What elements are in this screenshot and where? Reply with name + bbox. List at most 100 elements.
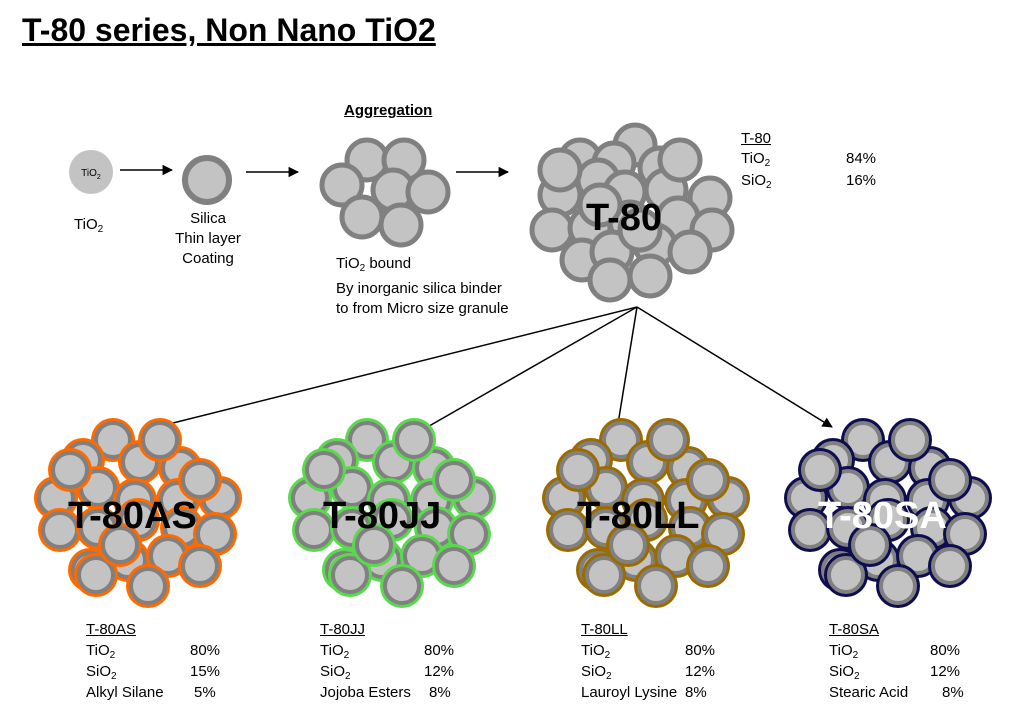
- page-title: T-80 series, Non Nano TiO2: [22, 12, 436, 48]
- t80as-particle: [181, 461, 219, 499]
- t80sa-label: T-80SA: [818, 495, 947, 537]
- t80ll-particle: [637, 567, 675, 605]
- t80jj-row-sio2-name: SiO2: [320, 663, 351, 682]
- t80-row-tio2-value: 84%: [846, 150, 877, 167]
- t80-particle: [667, 229, 713, 275]
- t80as-particle: [141, 421, 179, 459]
- t80ll-particle: [559, 451, 597, 489]
- t80ll-label: T-80LL: [577, 495, 700, 537]
- t80ll-particle: [649, 421, 687, 459]
- t80as-row-sio2-value: 15%: [190, 663, 221, 680]
- silica-caption-line3: Coating: [182, 250, 234, 267]
- t80-composition-heading: T-80: [741, 130, 772, 147]
- t80ll-particle: [689, 547, 727, 585]
- t80jj-composition-heading: T-80JJ: [320, 621, 366, 638]
- arrow-to-t80sa: [636, 306, 833, 428]
- t80-particle: [617, 207, 663, 253]
- t80jj-row-sio2-value: 12%: [424, 663, 455, 680]
- t80sa-particle: [851, 526, 889, 564]
- aggregation-caption-line1: TiO2 bound: [336, 255, 412, 274]
- coated-particle: [405, 169, 451, 215]
- t80ll-particle: [689, 461, 727, 499]
- t80ll-cluster: [542, 418, 750, 608]
- t80jj-particle: [305, 451, 343, 489]
- t80sa-row-coating-name: Stearic Acid: [829, 684, 909, 701]
- t80as-label: T-80AS: [68, 495, 197, 537]
- arrow-to-t80ll: [613, 306, 638, 432]
- silica-caption: Silica Thin layer Coating: [160, 209, 256, 269]
- t80sa-particle: [891, 421, 929, 459]
- t80ll-composition-heading: T-80LL: [581, 621, 628, 638]
- silica-caption-line2: Thin layer: [175, 230, 241, 247]
- t80sa-particle: [931, 461, 969, 499]
- t80sa-row-sio2-value: 12%: [930, 663, 961, 680]
- t80ll-row-coating-value: 8%: [685, 684, 707, 701]
- t80sa-composition-heading: T-80SA: [829, 621, 880, 638]
- silica-caption-line1: Silica: [190, 210, 226, 227]
- t80ll-row-sio2-name: SiO2: [581, 663, 612, 682]
- t80sa-row-sio2-name: SiO2: [829, 663, 860, 682]
- silica-coated-particle: [182, 155, 232, 205]
- t80ll-row-tio2-value: 80%: [685, 642, 716, 659]
- t80jj-row-coating-value: 8%: [429, 684, 451, 701]
- t80sa-particle: [801, 451, 839, 489]
- t80sa-row-tio2-name: TiO2: [829, 642, 859, 661]
- t80-particle: [537, 147, 583, 193]
- t80as-particle: [101, 526, 139, 564]
- t80-row-sio2-value: 16%: [846, 172, 877, 189]
- t80ll-particle: [585, 556, 623, 594]
- t80jj-particle: [331, 556, 369, 594]
- t80as-particle: [94, 421, 132, 459]
- t80-particle: [587, 257, 633, 303]
- aggregation-caption-line2: By inorganic silica binder: [336, 280, 502, 297]
- t80sa-particle: [827, 556, 865, 594]
- t80as-row-coating-name: Alkyl Silane: [86, 684, 164, 701]
- t80ll-row-tio2-name: TiO2: [581, 642, 611, 661]
- t80jj-row-tio2-name: TiO2: [320, 642, 350, 661]
- t80sa-row-coating-value: 8%: [942, 684, 964, 701]
- t80as-row-sio2-name: SiO2: [86, 663, 117, 682]
- t80as-row-tio2-name: TiO2: [86, 642, 116, 661]
- coated-particle: [339, 194, 385, 240]
- t80-row-sio2-name: SiO2: [741, 172, 772, 191]
- t80ll-particle: [602, 421, 640, 459]
- aggregation-caption: TiO2 bound By inorganic silica binder to…: [336, 254, 509, 319]
- t80-particle: [577, 182, 623, 228]
- t80jj-row-coating-name: Jojoba Esters: [320, 684, 411, 701]
- t80ll-row-coating-name: Lauroyl Lysine: [581, 684, 678, 701]
- t80sa-cluster: [784, 418, 992, 608]
- t80as-row-coating-value: 5%: [194, 684, 216, 701]
- t80as-cluster: [34, 418, 242, 608]
- coated-particle: [378, 202, 424, 248]
- t80sa-particle: [879, 567, 917, 605]
- t80jj-cluster: [288, 418, 496, 608]
- t80ll-particle: [609, 526, 647, 564]
- aggregation-caption-line3: to from Micro size granule: [336, 300, 509, 317]
- t80jj-particle: [383, 567, 421, 605]
- t80jj-particle: [355, 526, 393, 564]
- t80-row-tio2-name: TiO2: [741, 150, 771, 169]
- t80jj-row-tio2-value: 80%: [424, 642, 455, 659]
- arrow-to-t80as: [155, 306, 638, 430]
- t80jj-particle: [435, 461, 473, 499]
- t80as-row-tio2-value: 80%: [190, 642, 221, 659]
- t80-particle: [657, 137, 703, 183]
- arrow-to-t80jj: [409, 306, 638, 438]
- t80as-particle: [51, 451, 89, 489]
- t80as-particle: [129, 567, 167, 605]
- t80as-particle: [77, 556, 115, 594]
- t80jj-label: T-80JJ: [323, 495, 442, 537]
- coated-particle: [319, 162, 365, 208]
- t80sa-row-tio2-value: 80%: [930, 642, 961, 659]
- aggregation-title: Aggregation: [344, 102, 433, 119]
- t80sa-particle: [931, 547, 969, 585]
- t80jj-particle: [435, 547, 473, 585]
- t80-particle: [627, 253, 673, 299]
- tio2-particle-label: TiO2: [81, 168, 101, 181]
- t80-particle: [529, 207, 575, 253]
- t80as-particle: [181, 547, 219, 585]
- t80sa-particle: [844, 421, 882, 459]
- t80as-composition-heading: T-80AS: [86, 621, 137, 638]
